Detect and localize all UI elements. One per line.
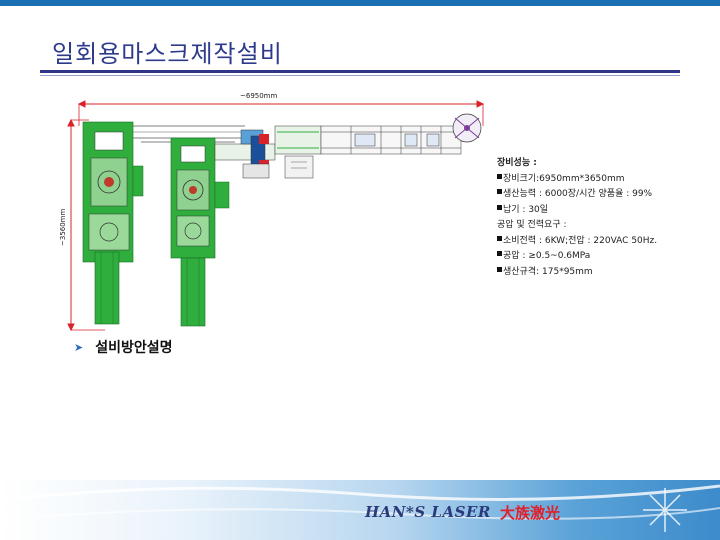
left-machine-unit xyxy=(82,121,144,325)
spec-list: 장비성능 : 장비크기:6950mm*3650mm 생산능력 : 6000장/시… xyxy=(497,156,717,280)
spec-header: 장비성능 : xyxy=(497,158,537,168)
material-roll xyxy=(452,113,482,143)
company-logo-cjk: 大族激光 xyxy=(500,504,561,522)
footer-banner xyxy=(0,480,720,540)
spec-item: 공압 : ≥0.5~0.6MPa xyxy=(497,249,717,265)
spec-item: 소비전력 : 6KW;전압 : 220VAC 50Hz. xyxy=(497,234,717,250)
square-bullet-icon xyxy=(497,173,502,179)
spec-item: 장비크기:6950mm*3650mm xyxy=(497,172,717,188)
square-bullet-icon xyxy=(497,251,502,256)
dimension-width xyxy=(77,100,485,126)
footer-wave-graphic xyxy=(0,484,720,532)
spec-subheader: 공압 및 전력요구 : xyxy=(497,220,567,230)
square-bullet-icon xyxy=(497,235,502,241)
slide-title: 일회용마스크제작설비 xyxy=(52,40,283,68)
spec-item: 생산규격: 175*95mm xyxy=(497,265,717,281)
square-bullet-icon xyxy=(497,204,502,210)
title-underline-thin xyxy=(40,75,680,76)
main-feeding-section xyxy=(214,125,322,179)
star-burst-icon xyxy=(643,488,687,532)
top-accent-bar xyxy=(0,0,720,6)
middle-machine-unit xyxy=(170,137,230,327)
square-bullet-icon xyxy=(497,189,502,194)
bullet-text: 설비방안설명 xyxy=(95,340,173,356)
bullet-item: ➤ 설비방안설명 xyxy=(74,337,173,357)
spec-item: 납기 : 30일 xyxy=(497,203,717,219)
dimension-height xyxy=(67,118,105,332)
output-conveyor xyxy=(320,125,462,155)
square-bullet-icon xyxy=(497,266,502,272)
width-label: ~6950mm xyxy=(240,92,277,100)
overhead-rail xyxy=(125,125,245,139)
title-underline xyxy=(40,70,680,73)
machine-layout-drawing: ~6950mm ~3560mm xyxy=(59,92,485,332)
height-label: ~3560mm xyxy=(59,209,67,246)
spec-item: 생산능력 : 6000장/시간 양품율 : 99% xyxy=(497,187,717,203)
company-logo-text: HAN*S LASER xyxy=(365,503,491,521)
arrow-bullet-icon: ➤ xyxy=(74,340,84,354)
